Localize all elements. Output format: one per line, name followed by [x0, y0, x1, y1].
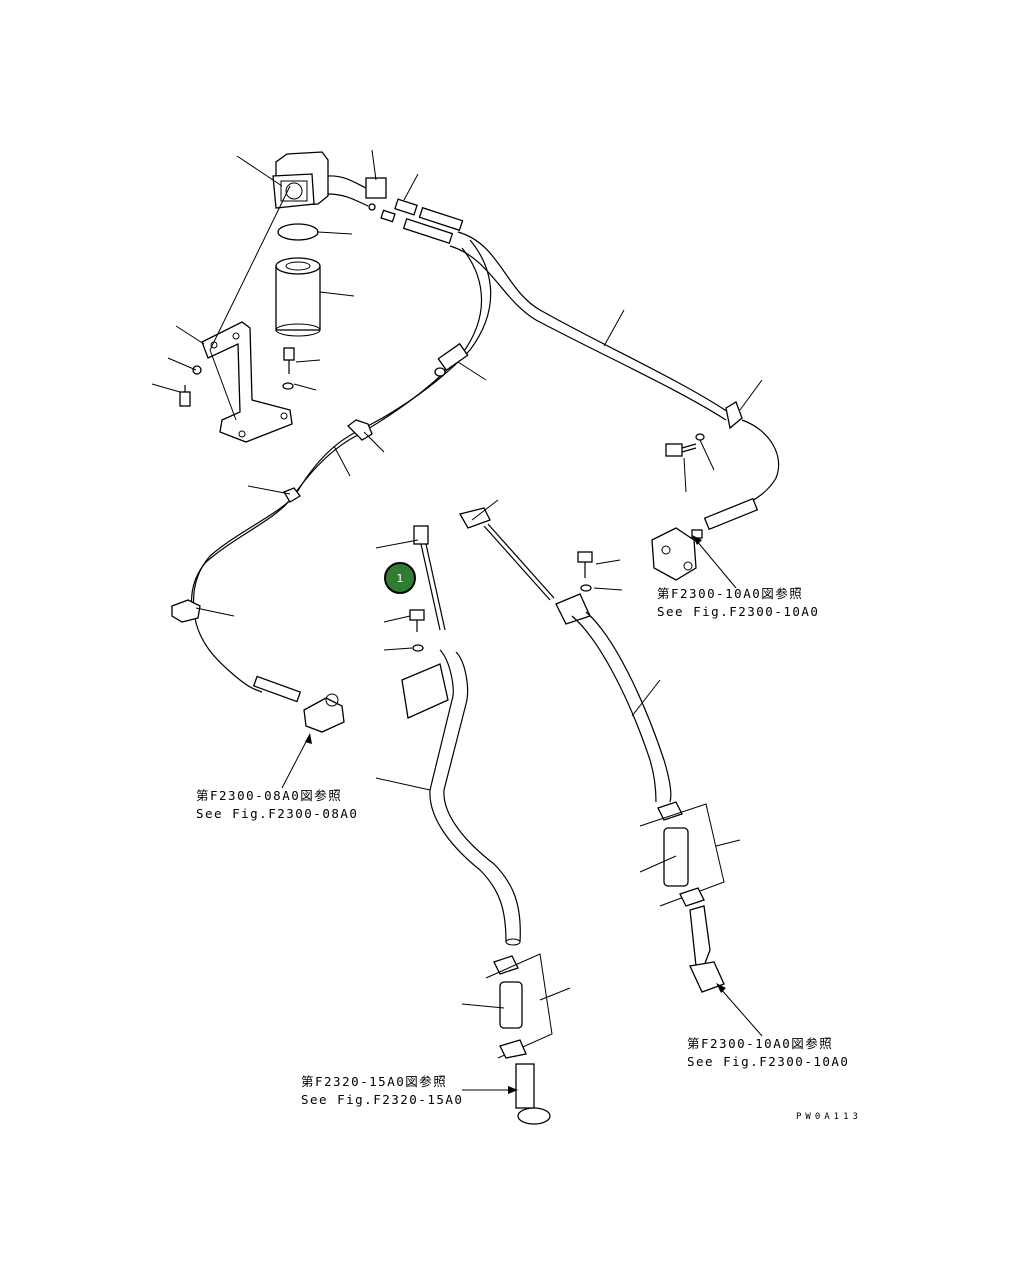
ref-3-en: See Fig.F2300-10A0 — [687, 1054, 849, 1069]
filter-head — [272, 151, 371, 209]
hose-upper-right — [457, 231, 729, 413]
mounting-bracket — [201, 321, 293, 443]
ref-2-en: See Fig.F2300-08A0 — [196, 806, 358, 821]
gasket-ring — [277, 223, 319, 241]
right-small-bolt — [577, 551, 593, 592]
left-sensor — [303, 693, 345, 733]
center-lower-hose — [485, 953, 553, 1125]
dipstick-cap — [413, 525, 446, 631]
hose-clamp-4 — [171, 599, 201, 623]
ref-2-ja: 第F2300-08A0図参照 — [196, 788, 342, 803]
drawing-code: PW0A113 — [796, 1112, 862, 1122]
hose-fittings — [365, 177, 464, 244]
center-guide-tube — [401, 649, 521, 946]
filter-cartridge — [275, 257, 321, 337]
ref-1-ja: 第F2300-10A0図参照 — [657, 586, 803, 601]
right-lower-hose — [639, 801, 725, 993]
ref-1-en: See Fig.F2300-10A0 — [657, 604, 819, 619]
right-guide-tube — [555, 593, 672, 803]
center-bolt — [409, 609, 425, 652]
right-hose-end — [703, 497, 759, 531]
right-valve-block — [651, 527, 703, 581]
hose-clamp-1 — [434, 342, 469, 377]
ref-4-en: See Fig.F2320-15A0 — [301, 1092, 463, 1107]
item-badge[interactable]: 1 — [384, 562, 416, 594]
item-badge-label: 1 — [397, 572, 404, 585]
right-bolt — [665, 433, 705, 457]
left-hose-end — [252, 675, 302, 703]
hose-clamp-2 — [347, 419, 373, 441]
hose-left-descending — [192, 239, 492, 693]
right-clamp — [725, 401, 780, 507]
leader-lines — [151, 149, 763, 1009]
right-dipstick — [459, 507, 555, 601]
ref-3-ja: 第F2300-10A0図参照 — [687, 1036, 833, 1051]
reference-arrows — [281, 535, 763, 1094]
bracket-bolts — [179, 347, 295, 407]
hose-clamp-3 — [283, 487, 301, 503]
item-badge-circle[interactable] — [384, 562, 416, 594]
ref-4-ja: 第F2320-15A0図参照 — [301, 1074, 447, 1089]
